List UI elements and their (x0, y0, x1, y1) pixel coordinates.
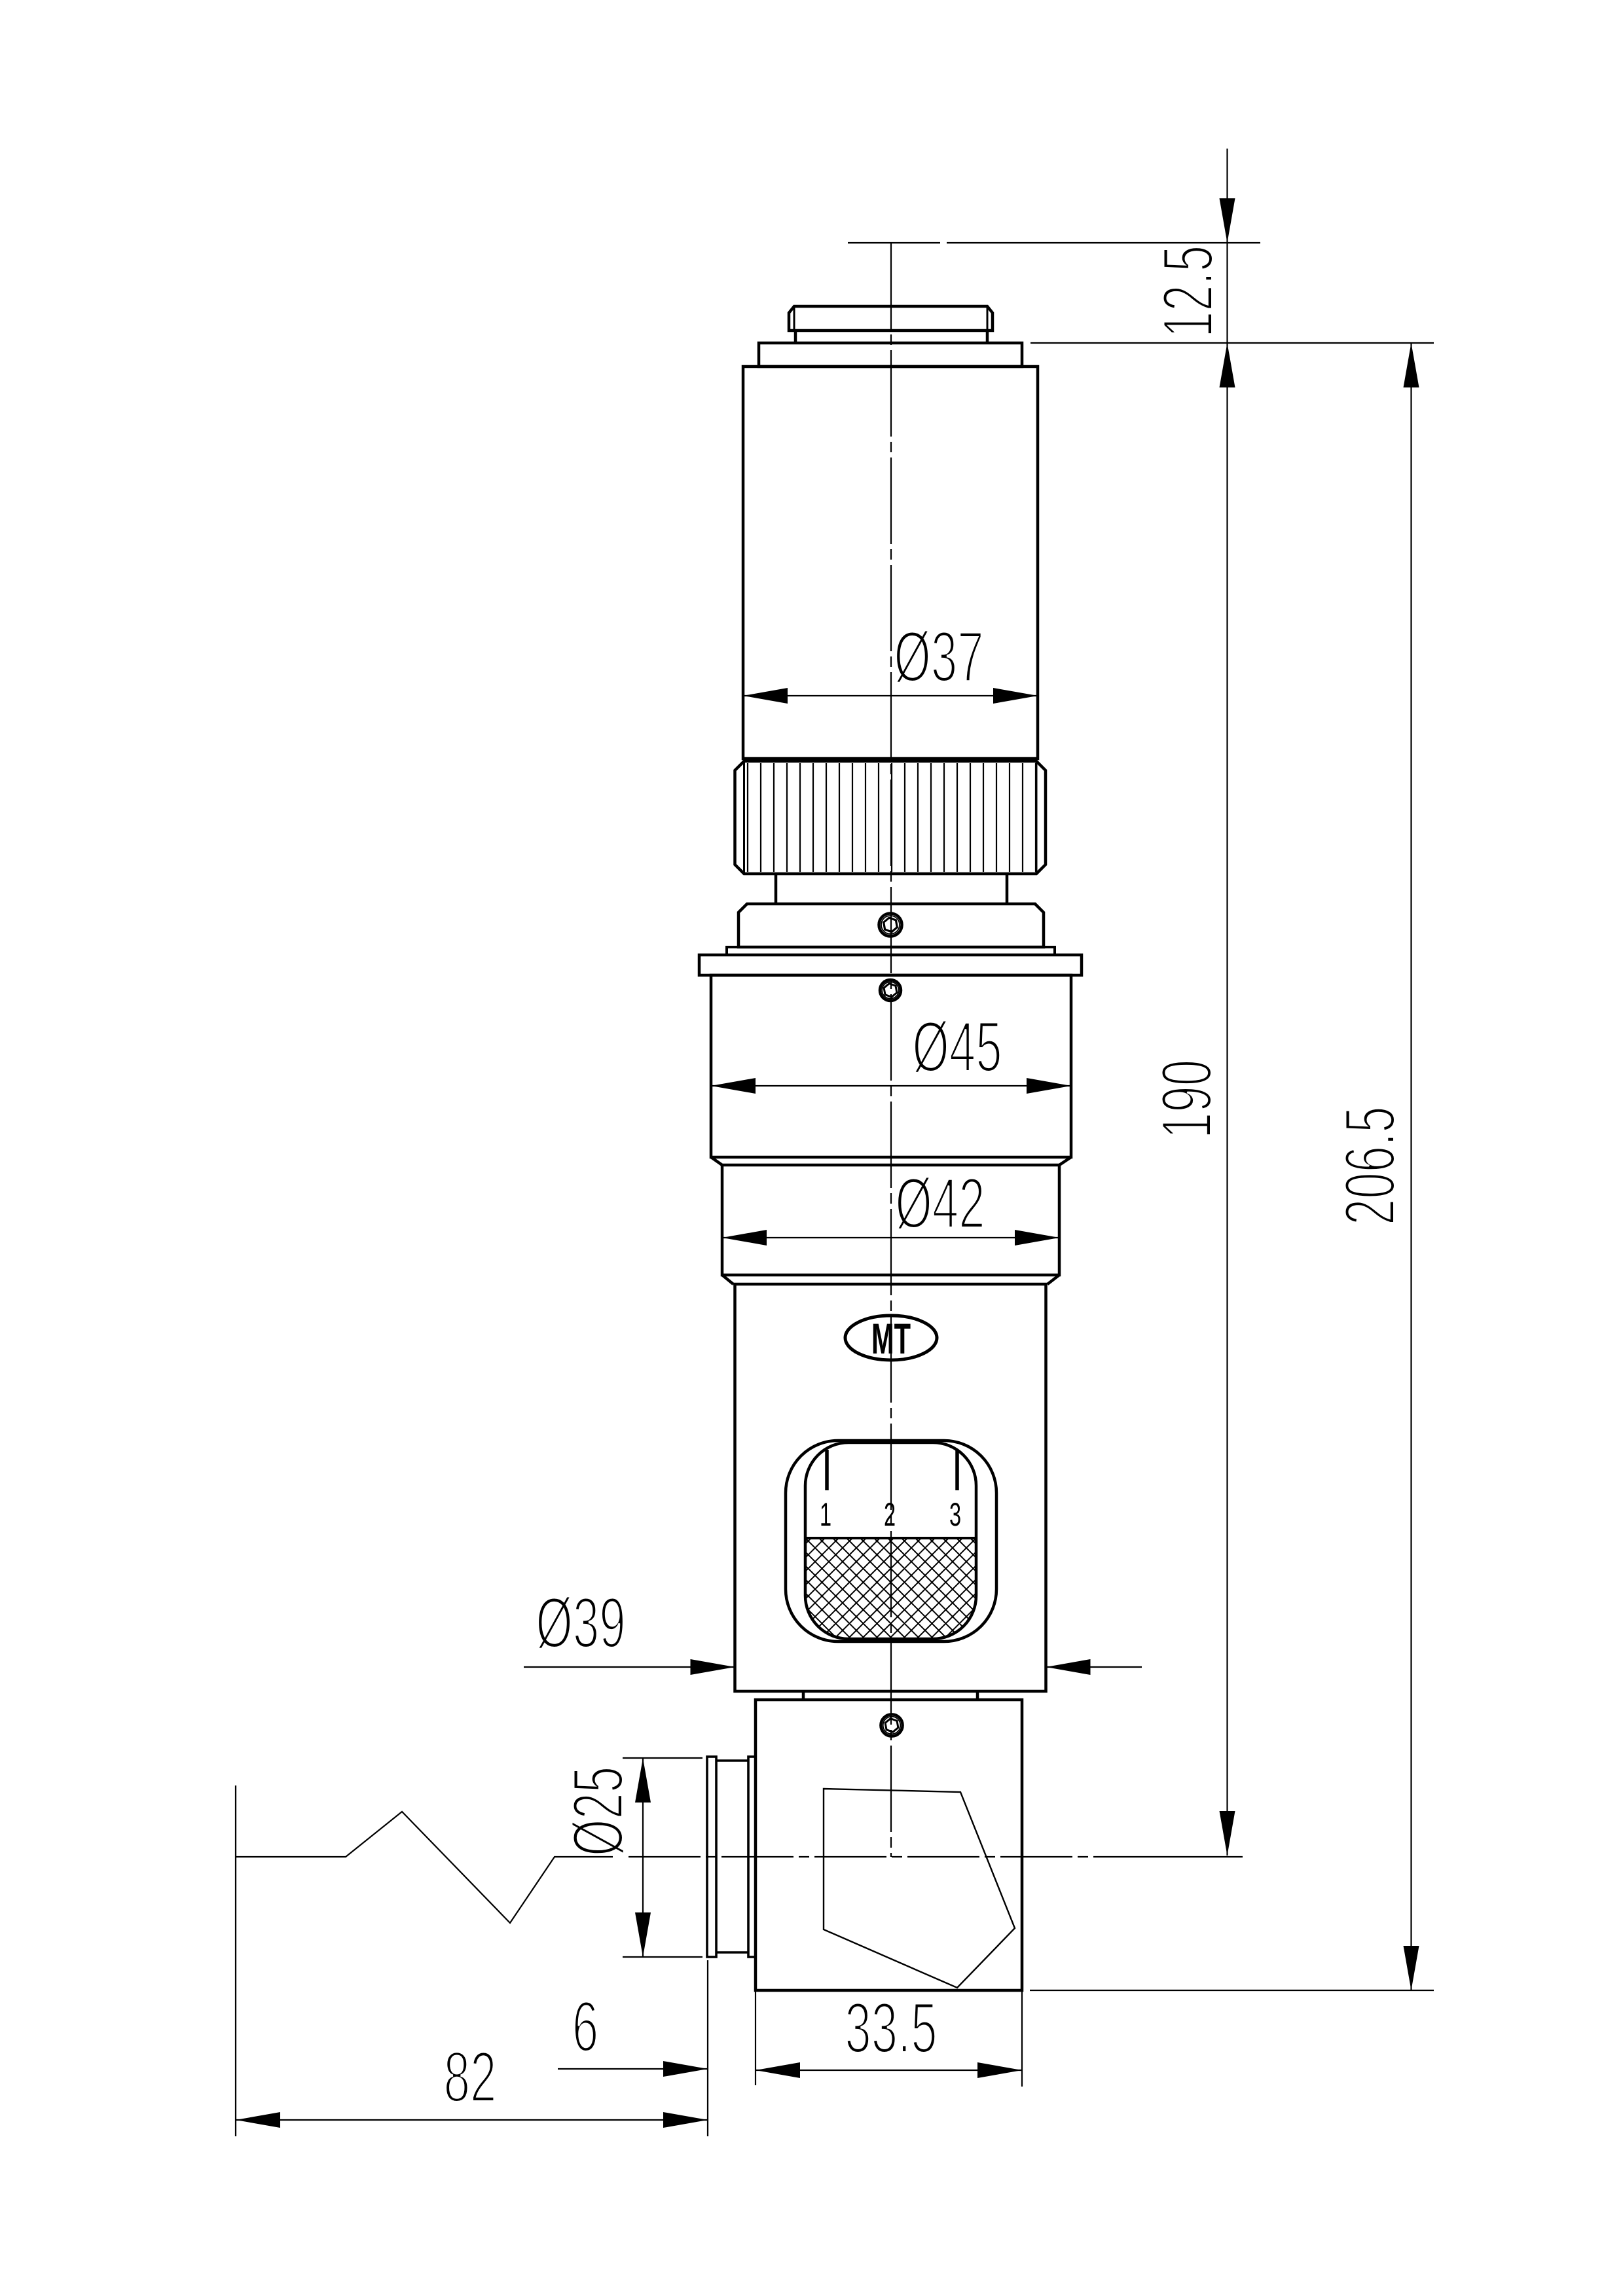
svg-text:Ø45: Ø45 (912, 1007, 1002, 1087)
svg-text:Ø37: Ø37 (894, 617, 983, 697)
svg-text:3: 3 (949, 1496, 961, 1533)
svg-text:190: 190 (1146, 1060, 1227, 1139)
svg-text:Ø25: Ø25 (558, 1767, 638, 1856)
svg-text:6: 6 (572, 1986, 598, 2067)
svg-text:33.5: 33.5 (845, 1988, 937, 2068)
svg-text:Ø39: Ø39 (536, 1583, 625, 1663)
svg-text:12.5: 12.5 (1148, 245, 1228, 338)
svg-text:1: 1 (820, 1496, 831, 1533)
svg-text:82: 82 (444, 2037, 497, 2117)
svg-text:MT: MT (871, 1314, 911, 1363)
svg-text:2: 2 (884, 1496, 896, 1533)
svg-text:Ø42: Ø42 (895, 1163, 985, 1244)
svg-text:206.5: 206.5 (1330, 1106, 1410, 1225)
